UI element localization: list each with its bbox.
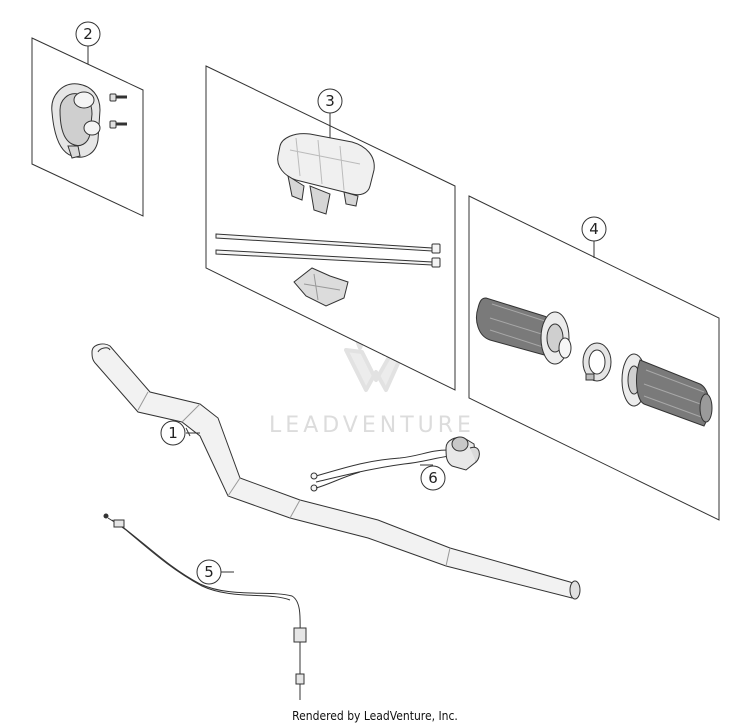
left-grip-part xyxy=(476,297,572,365)
callout-3: 3 xyxy=(317,88,343,114)
panel-part-3 xyxy=(205,65,456,391)
callout-5-label: 5 xyxy=(204,563,214,581)
pad-mount-bracket-part xyxy=(293,267,349,307)
watermark-brand-text: LEADVENTURE xyxy=(269,413,475,438)
panel-part-4 xyxy=(468,195,720,521)
callout-6-label: 6 xyxy=(428,469,438,487)
callout-5: 5 xyxy=(196,559,222,585)
kill-switch-part xyxy=(310,436,480,492)
callout-4: 4 xyxy=(581,216,607,242)
leadventure-watermark: LEADVENTURE xyxy=(269,298,475,438)
callout-2: 2 xyxy=(75,21,101,47)
callout-1: 1 xyxy=(160,420,186,446)
callout-2-label: 2 xyxy=(83,25,93,43)
callout-1-label: 1 xyxy=(168,424,178,442)
throttle-housing-part xyxy=(51,83,101,159)
handlebar-pad-part xyxy=(277,133,375,215)
cable-part xyxy=(103,513,307,700)
handlebar-part xyxy=(91,343,581,600)
callout-leaders xyxy=(186,432,433,573)
footer-credit: Rendered by LeadVenture, Inc. xyxy=(292,709,458,723)
callout-4-label: 4 xyxy=(589,220,599,238)
grip-clamp-ring-part xyxy=(582,342,612,382)
panel-part-2 xyxy=(31,37,144,217)
right-grip-part xyxy=(621,353,713,427)
cable-tie-part xyxy=(215,233,441,268)
callout-3-label: 3 xyxy=(325,92,335,110)
screw-part xyxy=(109,93,127,129)
callout-6: 6 xyxy=(420,465,446,491)
